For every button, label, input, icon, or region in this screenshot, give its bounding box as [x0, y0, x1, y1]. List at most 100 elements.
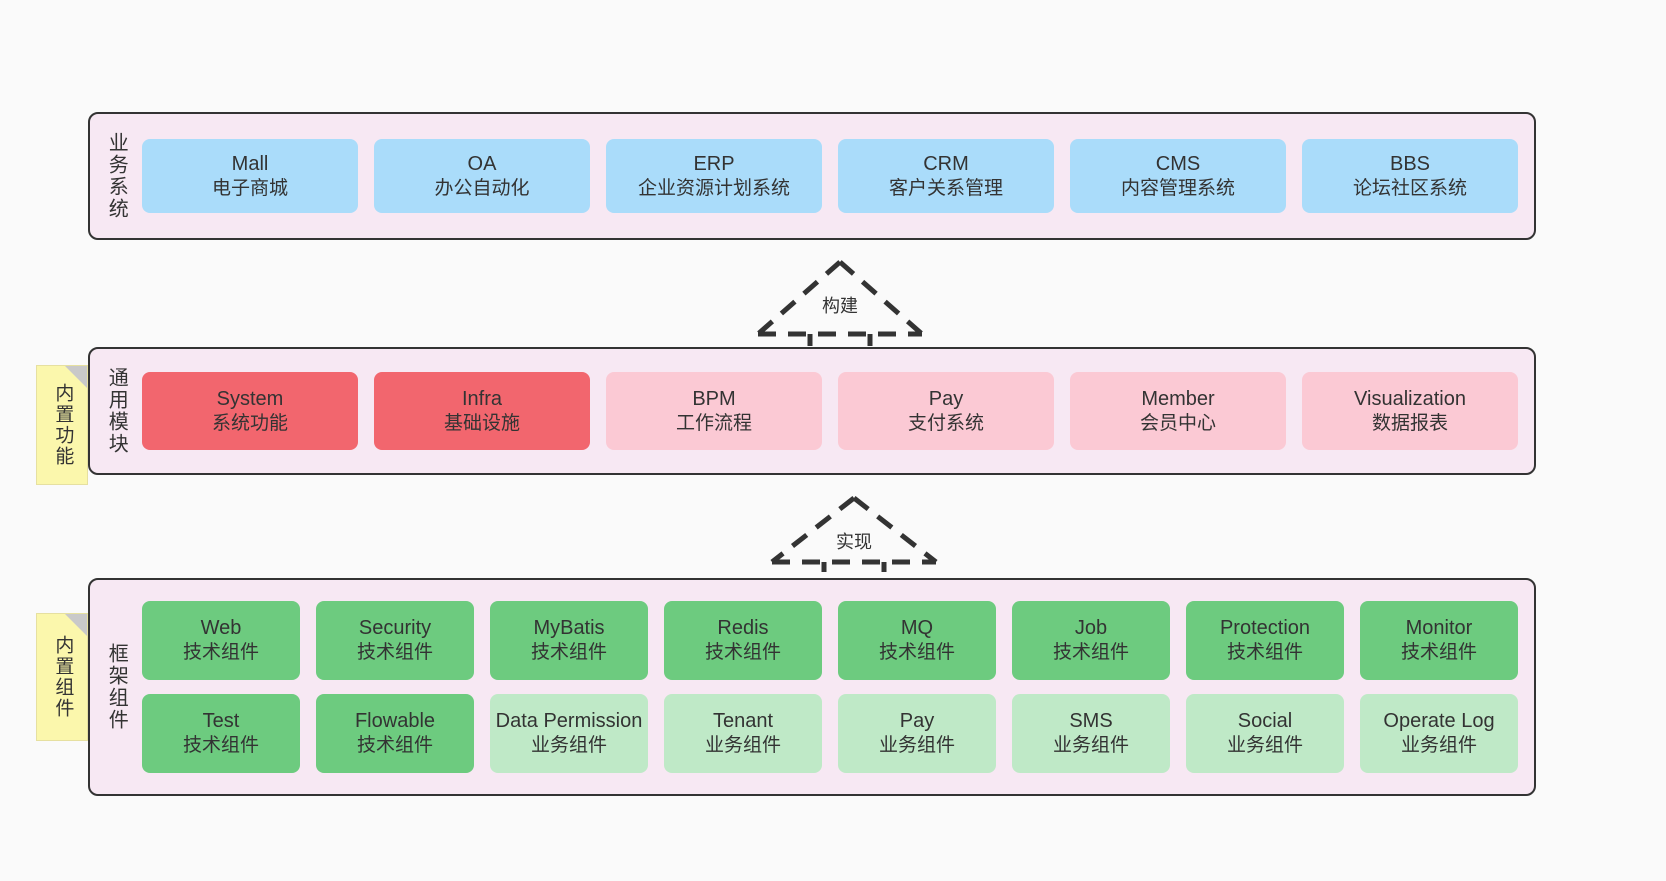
node-title-cn: 技术组件	[182, 735, 259, 757]
node-title-cn: 业务组件	[704, 735, 781, 757]
node-tenant[interactable]: Tenant 业务组件	[664, 694, 822, 773]
node-title-cn: 企业资源计划系统	[637, 177, 790, 199]
node-title-en: BBS	[1389, 152, 1431, 175]
layer-body-business: Mall 电子商城 OA 办公自动化 ERP 企业资源计划系统 CRM 客户关系…	[142, 114, 1534, 238]
node-bpm[interactable]: BPM 工作流程	[606, 372, 822, 450]
node-title-cn: 技术组件	[704, 642, 781, 664]
node-title-en: Redis	[717, 617, 769, 640]
node-title-en: Social	[1237, 710, 1293, 733]
node-pay-component[interactable]: Pay 业务组件	[838, 694, 996, 773]
sticky-note-label: 内置组件	[52, 635, 74, 719]
node-title-en: Member	[1141, 387, 1215, 410]
node-web[interactable]: Web 技术组件	[142, 601, 300, 680]
node-title-cn: 系统功能	[211, 412, 288, 434]
node-title-cn: 业务组件	[878, 735, 955, 757]
node-title-en: MyBatis	[533, 617, 605, 640]
node-social[interactable]: Social 业务组件	[1186, 694, 1344, 773]
node-mall[interactable]: Mall 电子商城	[142, 139, 358, 213]
framework-node-row-1: Web 技术组件 Security 技术组件 MyBatis 技术组件 Redi…	[142, 601, 1518, 680]
node-visualization[interactable]: Visualization 数据报表	[1302, 372, 1518, 450]
node-redis[interactable]: Redis 技术组件	[664, 601, 822, 680]
layer-title-business: 业务系统	[105, 132, 128, 220]
node-oa[interactable]: OA 办公自动化	[374, 139, 590, 213]
page-fold-icon	[65, 366, 87, 388]
sticky-note-builtin-components: 内置组件	[36, 613, 88, 741]
node-title-en: Monitor	[1405, 617, 1473, 640]
connector-build-label: 构建	[822, 296, 858, 316]
node-title-cn: 工作流程	[675, 412, 752, 434]
node-title-en: OA	[467, 152, 497, 175]
node-test[interactable]: Test 技术组件	[142, 694, 300, 773]
layer-framework-components: 框架组件 Web 技术组件 Security 技术组件 MyBatis 技术组件…	[88, 578, 1536, 796]
node-title-cn: 论坛社区系统	[1352, 177, 1467, 199]
connector-implement-label: 实现	[836, 532, 872, 552]
generalization-arrow-icon	[756, 260, 924, 346]
layer-body-common: System 系统功能 Infra 基础设施 BPM 工作流程 Pay 支付系统…	[142, 349, 1534, 473]
sticky-note-label: 内置功能	[52, 383, 74, 467]
node-title-en: CRM	[923, 152, 969, 175]
node-title-en: CMS	[1155, 152, 1201, 175]
node-title-en: Mall	[231, 152, 269, 175]
node-security[interactable]: Security 技术组件	[316, 601, 474, 680]
node-title-cn: 电子商城	[211, 177, 288, 199]
node-operate-log[interactable]: Operate Log 业务组件	[1360, 694, 1518, 773]
node-title-cn: 客户关系管理	[888, 177, 1003, 199]
node-crm[interactable]: CRM 客户关系管理	[838, 139, 1054, 213]
node-mq[interactable]: MQ 技术组件	[838, 601, 996, 680]
node-bbs[interactable]: BBS 论坛社区系统	[1302, 139, 1518, 213]
node-protection[interactable]: Protection 技术组件	[1186, 601, 1344, 680]
node-title-cn: 基础设施	[443, 412, 520, 434]
node-monitor[interactable]: Monitor 技术组件	[1360, 601, 1518, 680]
node-title-cn: 数据报表	[1371, 412, 1448, 434]
node-title-en: Security	[358, 617, 432, 640]
node-erp[interactable]: ERP 企业资源计划系统	[606, 139, 822, 213]
connector-build: 构建	[752, 256, 928, 346]
node-title-en: Infra	[461, 387, 503, 410]
node-member[interactable]: Member 会员中心	[1070, 372, 1286, 450]
node-title-cn: 内容管理系统	[1120, 177, 1235, 199]
node-pay-module[interactable]: Pay 支付系统	[838, 372, 1054, 450]
page-fold-icon	[65, 614, 87, 636]
layer-business-systems: 业务系统 Mall 电子商城 OA 办公自动化 ERP 企业资源计划系统 CRM…	[88, 112, 1536, 240]
node-title-en: Tenant	[712, 710, 774, 733]
node-system[interactable]: System 系统功能	[142, 372, 358, 450]
node-title-cn: 技术组件	[182, 642, 259, 664]
node-title-cn: 办公自动化	[434, 177, 530, 199]
node-title-cn: 业务组件	[530, 735, 607, 757]
node-title-en: Job	[1074, 617, 1108, 640]
node-title-cn: 技术组件	[1226, 642, 1303, 664]
node-title-cn: 技术组件	[530, 642, 607, 664]
node-title-cn: 业务组件	[1400, 735, 1477, 757]
framework-node-row-2: Test 技术组件 Flowable 技术组件 Data Permission …	[142, 694, 1518, 773]
node-data-permission[interactable]: Data Permission 业务组件	[490, 694, 648, 773]
node-job[interactable]: Job 技术组件	[1012, 601, 1170, 680]
node-title-en: MQ	[900, 617, 934, 640]
node-flowable[interactable]: Flowable 技术组件	[316, 694, 474, 773]
node-title-en: Pay	[899, 710, 935, 733]
node-title-en: Visualization	[1354, 387, 1466, 410]
layer-common-modules: 通用模块 System 系统功能 Infra 基础设施 BPM 工作流程 Pay…	[88, 347, 1536, 475]
node-cms[interactable]: CMS 内容管理系统	[1070, 139, 1286, 213]
node-title-cn: 技术组件	[1052, 642, 1129, 664]
node-title-en: Test	[202, 710, 240, 733]
node-title-en: Operate Log	[1383, 710, 1495, 733]
node-infra[interactable]: Infra 基础设施	[374, 372, 590, 450]
node-title-cn: 技术组件	[1400, 642, 1477, 664]
business-node-row: Mall 电子商城 OA 办公自动化 ERP 企业资源计划系统 CRM 客户关系…	[142, 139, 1518, 213]
node-title-cn: 技术组件	[878, 642, 955, 664]
generalization-arrow-icon	[770, 496, 938, 572]
layer-title-framework: 框架组件	[105, 643, 128, 731]
node-title-en: Data Permission	[495, 710, 643, 733]
node-title-en: Pay	[928, 387, 964, 410]
node-mybatis[interactable]: MyBatis 技术组件	[490, 601, 648, 680]
sticky-note-builtin-functions: 内置功能	[36, 365, 88, 485]
layer-title-common: 通用模块	[105, 367, 128, 455]
layer-body-framework: Web 技术组件 Security 技术组件 MyBatis 技术组件 Redi…	[142, 580, 1534, 794]
node-sms[interactable]: SMS 业务组件	[1012, 694, 1170, 773]
node-title-en: SMS	[1069, 710, 1113, 733]
connector-implement: 实现	[766, 492, 942, 572]
node-title-en: BPM	[692, 387, 736, 410]
node-title-cn: 技术组件	[356, 642, 433, 664]
node-title-cn: 业务组件	[1226, 735, 1303, 757]
